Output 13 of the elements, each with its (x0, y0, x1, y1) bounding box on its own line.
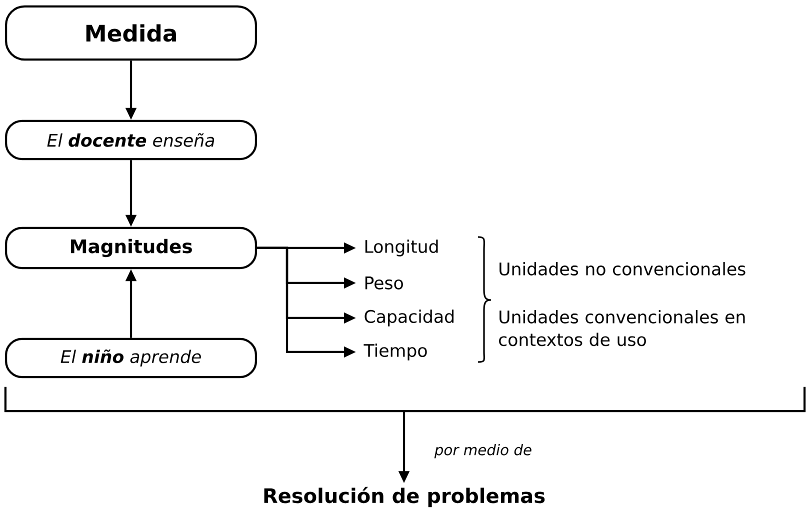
result-text: Resolución de problemas (264, 486, 545, 508)
title-box: Medida (4, 5, 258, 61)
item-text: Peso (365, 276, 403, 290)
item-text: Longitud (365, 240, 438, 256)
note-text: Unidades convencionales en contextos de uso (499, 310, 745, 346)
edge-label: por medio de (434, 444, 532, 458)
bracket (4, 386, 806, 412)
item-text: Tiempo (364, 344, 427, 360)
note-text: Unidades no convencionales (500, 262, 746, 276)
item-text: Capacidad (364, 310, 454, 326)
concept-box: Magnitudes (4, 226, 258, 270)
process-box: El niño aprende (4, 338, 258, 378)
process-box: El docente enseña (4, 120, 258, 160)
